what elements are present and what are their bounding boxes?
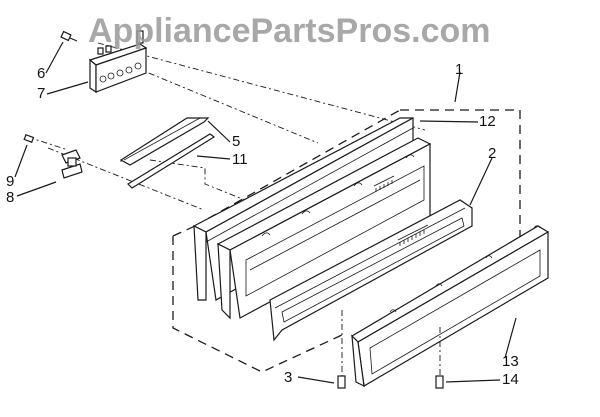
bracket-screw — [60, 30, 78, 42]
callout-14: 14 — [502, 371, 519, 388]
mounting-plate — [119, 117, 210, 166]
callout-12: 12 — [479, 113, 496, 130]
spacer-strip — [127, 133, 216, 189]
switch-clip — [61, 149, 83, 179]
callout-5: 5 — [232, 133, 241, 150]
trim-screw — [435, 327, 444, 389]
callout-1: 1 — [455, 61, 464, 78]
watermark-text: AppliancePartsPros.com — [88, 12, 491, 50]
callout-7: 7 — [37, 85, 46, 102]
assembly-boundary — [172, 109, 521, 373]
callout-8: 8 — [6, 189, 15, 206]
clip-screw — [23, 133, 35, 143]
callout-9: 9 — [6, 173, 15, 190]
callout-leaders — [14, 41, 517, 384]
trim-frame — [351, 225, 550, 388]
panel-screw — [337, 310, 346, 389]
callout-3: 3 — [284, 369, 293, 386]
control-bracket — [88, 30, 148, 94]
callout-2: 2 — [488, 145, 497, 162]
panel-frame — [216, 137, 432, 320]
callout-11: 11 — [232, 151, 248, 168]
control-panel — [269, 199, 473, 342]
callout-6: 6 — [37, 65, 46, 82]
callout-13: 13 — [502, 353, 519, 370]
